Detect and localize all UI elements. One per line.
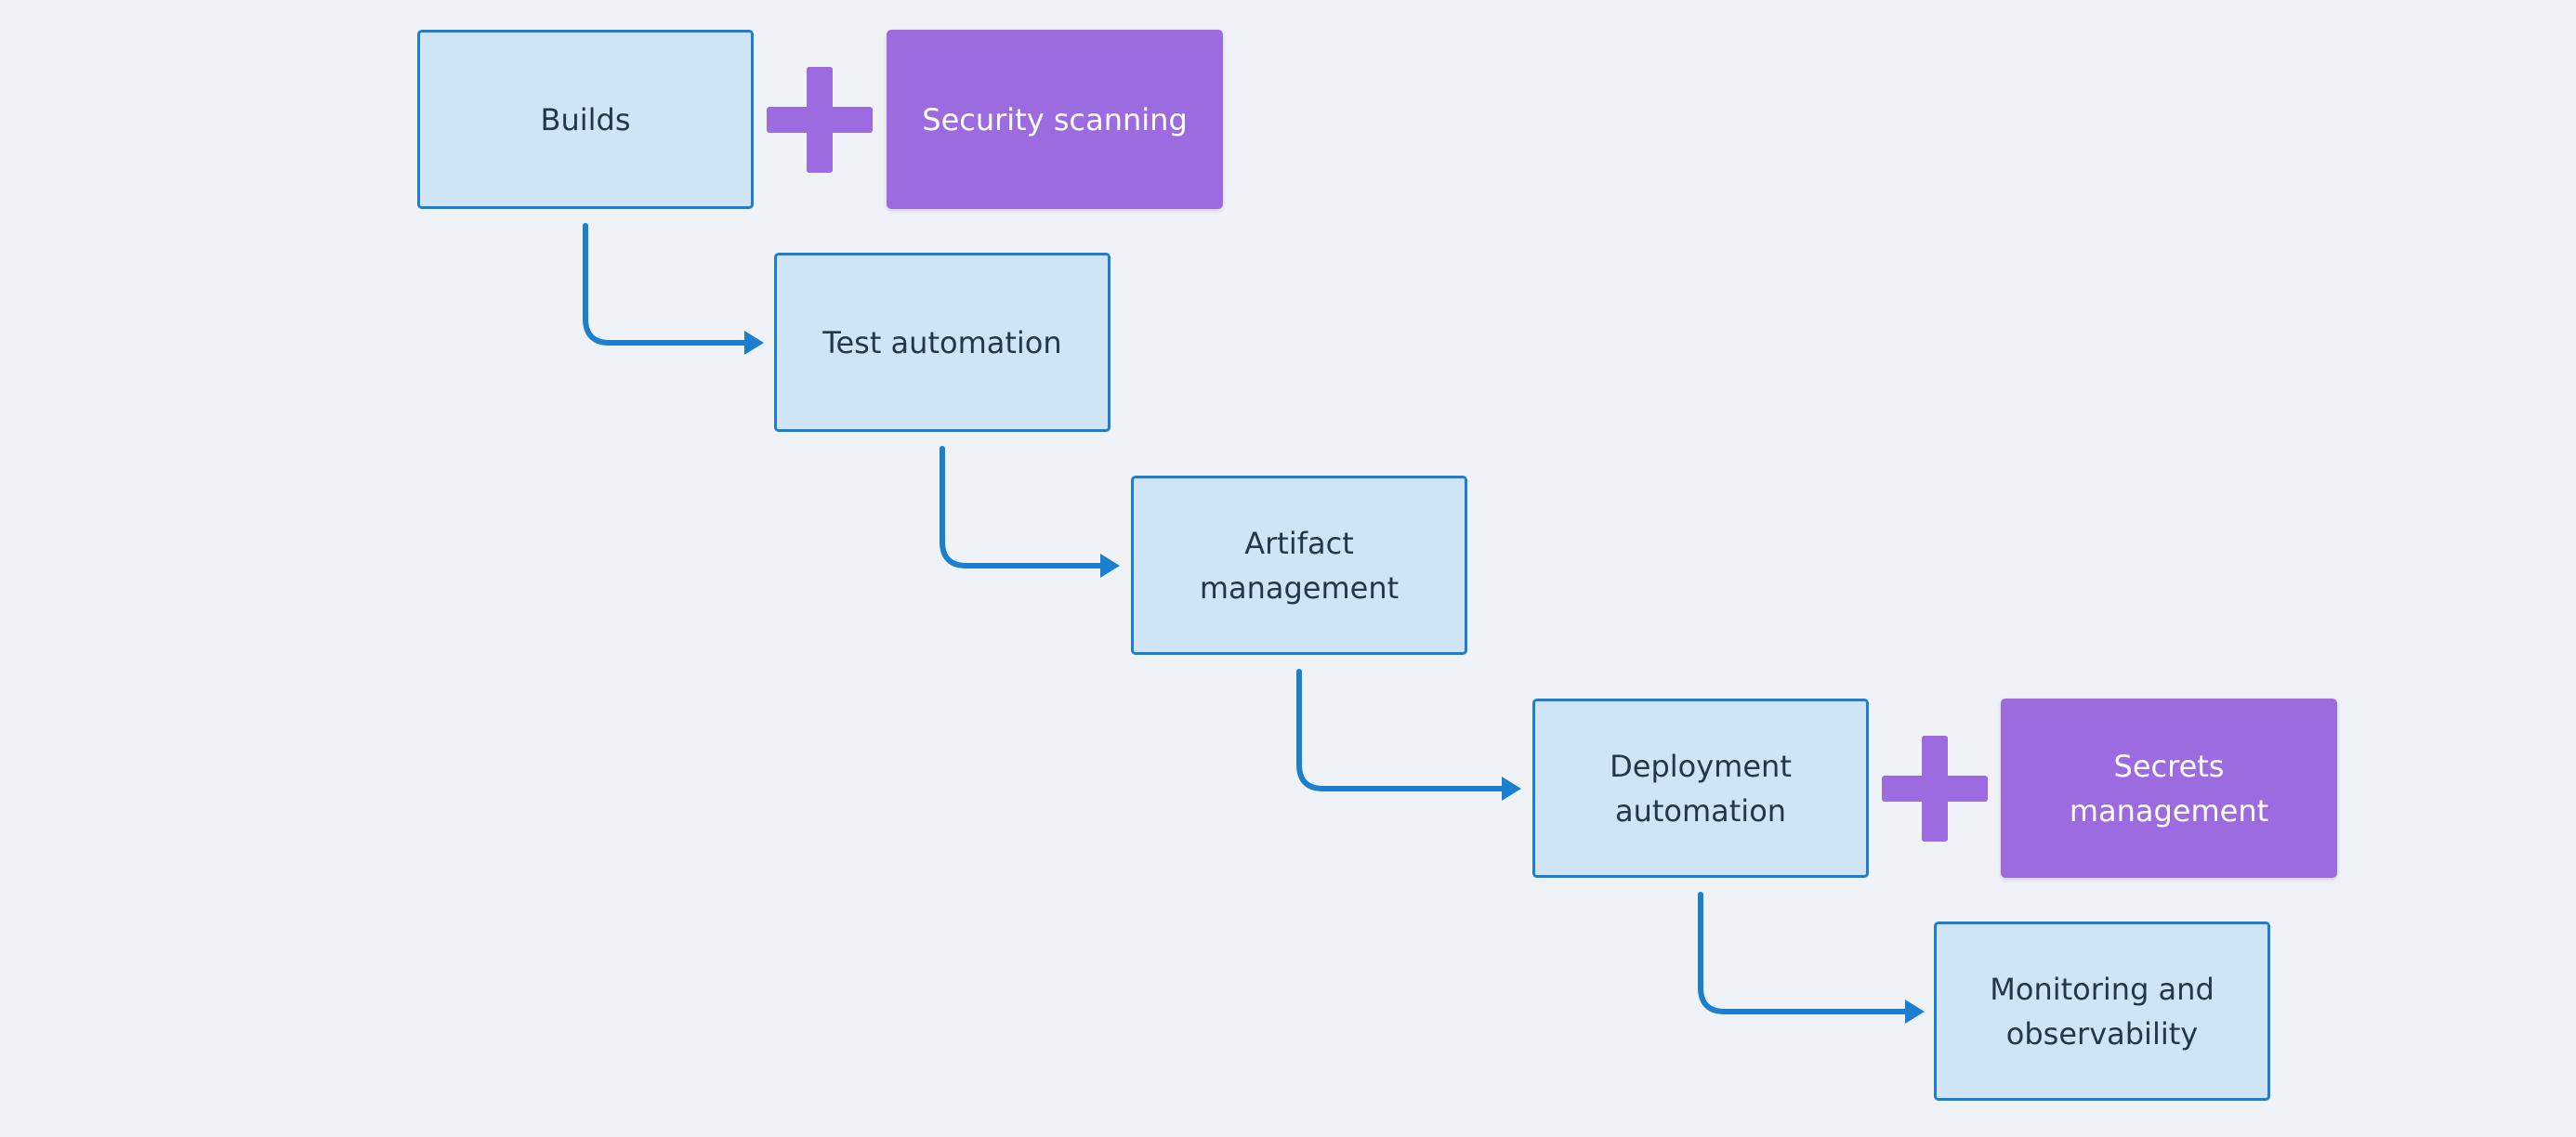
secrets-management-node: Secrets management [2001, 699, 2337, 878]
security-scanning-label: Security scanning [922, 101, 1188, 137]
connector-builds-to-test [583, 223, 751, 346]
deployment-automation-node: Deployment automation [1532, 699, 1869, 878]
plus-icon [1882, 736, 1988, 842]
arrowhead-icon [1905, 1000, 1925, 1024]
test-automation-label: Test automation [822, 324, 1062, 360]
monitoring-observability-label: Monitoring and observability [1990, 971, 2215, 1052]
test-automation-node: Test automation [774, 253, 1111, 432]
artifact-management-label: Artifact management [1199, 525, 1400, 606]
plus-icon [767, 67, 873, 173]
connector-artifact-to-deployment [1296, 669, 1508, 791]
monitoring-observability-node: Monitoring and observability [1934, 921, 2270, 1101]
connector-test-to-artifact [940, 446, 1107, 568]
artifact-management-node: Artifact management [1131, 476, 1467, 655]
arrowhead-icon [1100, 554, 1120, 578]
arrowhead-icon [1502, 777, 1521, 801]
arrowhead-icon [744, 331, 764, 355]
deployment-automation-label: Deployment automation [1610, 748, 1792, 829]
builds-label: Builds [540, 101, 631, 137]
security-scanning-node: Security scanning [887, 30, 1223, 209]
builds-node: Builds [417, 30, 754, 209]
connector-deployment-to-monitoring [1698, 892, 1912, 1014]
secrets-management-label: Secrets management [2069, 748, 2269, 829]
